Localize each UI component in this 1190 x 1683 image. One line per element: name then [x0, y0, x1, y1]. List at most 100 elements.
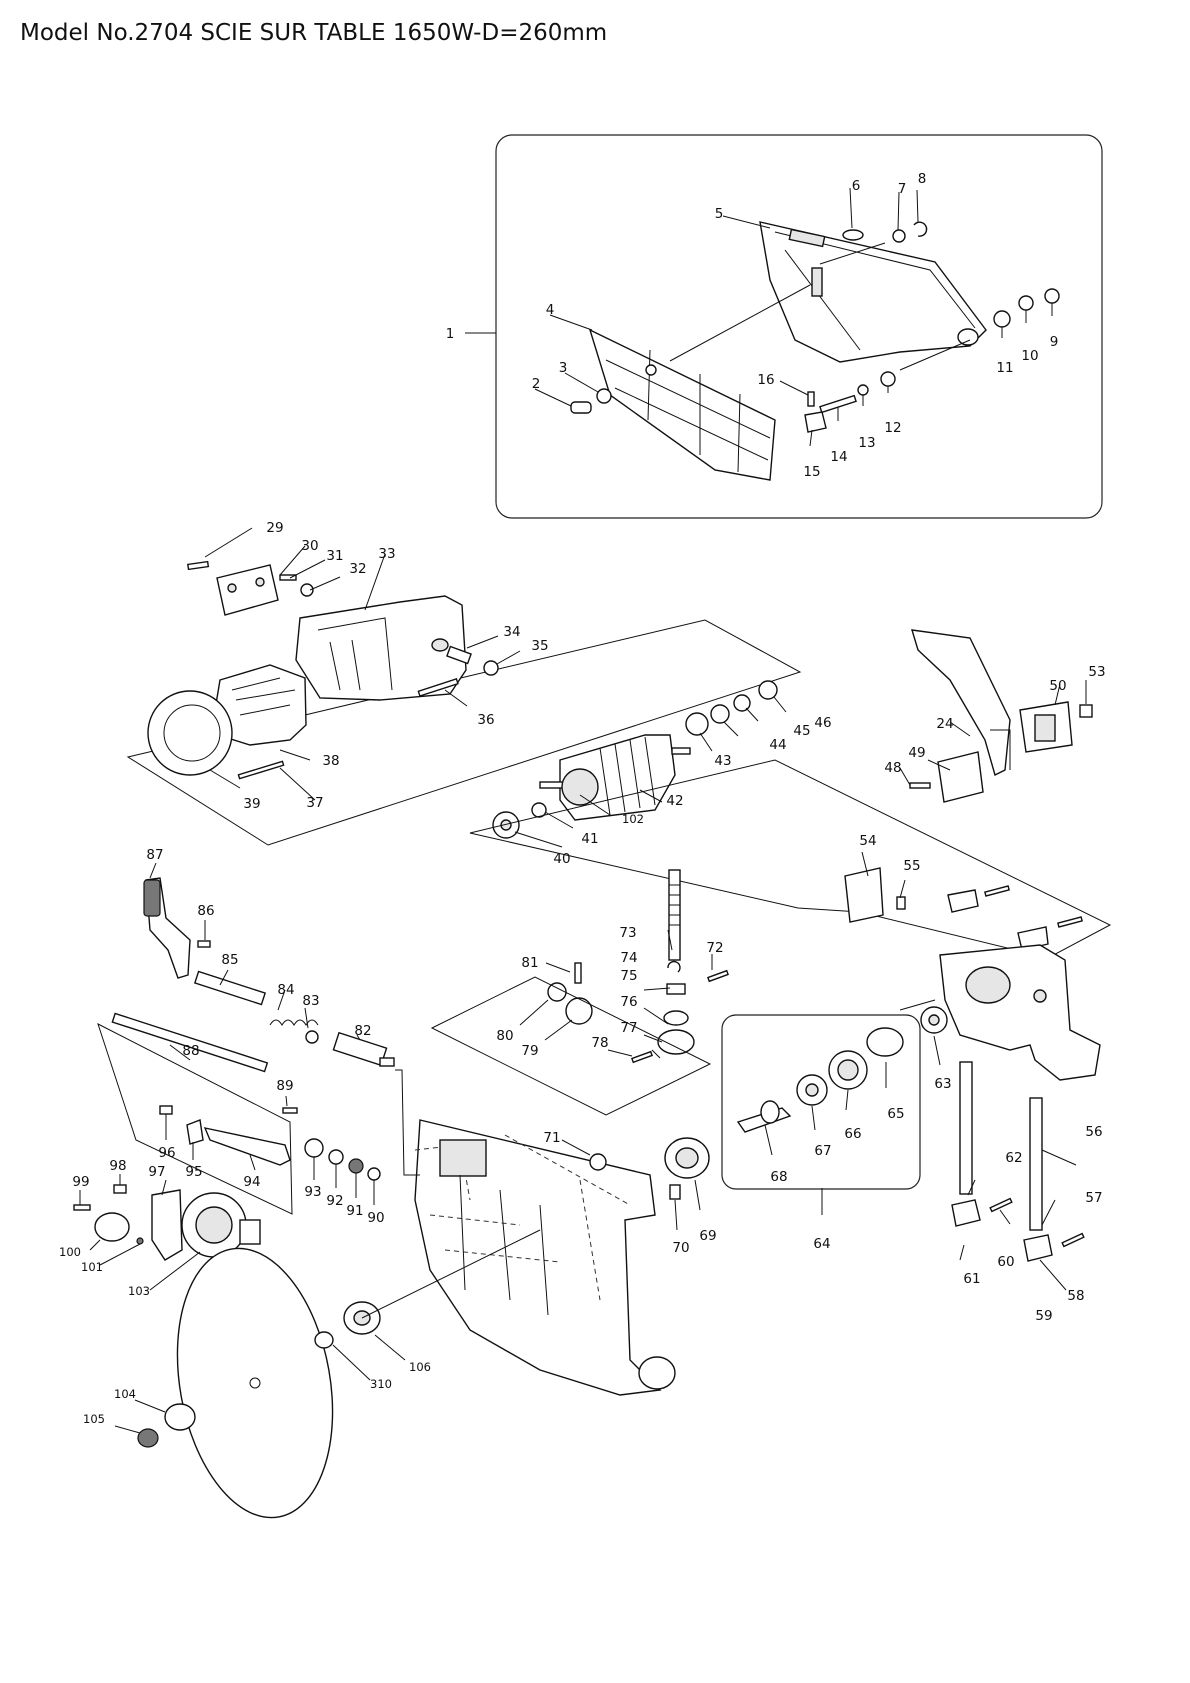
part-5-guard-cover — [759, 221, 987, 363]
callout-50: 50 — [1049, 678, 1066, 694]
callout-98: 98 — [109, 1158, 126, 1174]
part-95-plate — [186, 1119, 204, 1145]
part-24-riving-knife — [911, 629, 1011, 777]
callout-12: 12 — [884, 420, 901, 436]
part-10-washer — [1018, 295, 1034, 311]
callout-103: 103 — [128, 1284, 150, 1298]
callout-75: 75 — [620, 968, 637, 984]
callout-53: 53 — [1088, 664, 1105, 680]
part-80-washer — [547, 982, 567, 1002]
part-40-bore — [500, 819, 512, 831]
part-99-screw — [73, 1204, 91, 1211]
callout-73: 73 — [619, 925, 636, 941]
spindle-assembly — [721, 1014, 921, 1215]
callout-43: 43 — [714, 753, 731, 769]
saw-blade-arbor — [249, 1377, 261, 1389]
part-101-pin — [136, 1237, 144, 1245]
callout-88: 88 — [182, 1043, 199, 1059]
callout-32: 32 — [349, 561, 366, 577]
part-9-nut — [1044, 288, 1060, 304]
part-62-rod — [959, 1061, 973, 1195]
callout-86: 86 — [197, 903, 214, 919]
part-45-washer — [733, 694, 751, 712]
part-72-screw — [707, 969, 729, 983]
part-59-block — [1023, 1234, 1053, 1262]
part-88-rod — [111, 1012, 269, 1073]
part-39-baffle — [147, 690, 233, 776]
handle-subframe — [97, 1023, 293, 1215]
base-leaders — [561, 1139, 701, 1231]
callout-93: 93 — [304, 1184, 321, 1200]
guard-assembly-frame — [495, 134, 1103, 519]
callout-54: 54 — [859, 833, 876, 849]
part-73-thread — [669, 884, 680, 926]
part-15-bracket — [804, 411, 827, 433]
part-103-hub — [195, 1206, 233, 1244]
part-41-washer — [531, 802, 547, 818]
part-38-windings — [231, 677, 296, 716]
part-91-clip — [348, 1158, 364, 1174]
callout-55: 55 — [903, 858, 920, 874]
part-74-ring — [667, 960, 681, 973]
part-16-pin — [807, 391, 815, 407]
callout-67: 67 — [814, 1143, 831, 1159]
callout-92: 92 — [326, 1193, 343, 1209]
callout-10: 10 — [1021, 348, 1038, 364]
part-30-hole-2 — [255, 577, 265, 587]
part-70-screw — [669, 1184, 681, 1200]
callout-79: 79 — [521, 1043, 538, 1059]
callout-82: 82 — [354, 1023, 371, 1039]
part-56-hole — [1033, 989, 1047, 1003]
part-30-cover — [216, 564, 279, 616]
part-3-washer — [596, 388, 612, 404]
blade-guard-assembly — [465, 134, 1103, 519]
riving-knife-group — [899, 629, 1093, 803]
callout-6: 6 — [852, 178, 861, 194]
part-4-grid — [605, 349, 771, 473]
part-13-washer — [857, 384, 869, 396]
callout-29: 29 — [266, 520, 283, 536]
callout-16: 16 — [757, 372, 774, 388]
part-11-collar — [993, 310, 1011, 328]
part-34-brush-holder — [446, 645, 472, 665]
part-43-bearing — [685, 712, 709, 736]
callout-37: 37 — [306, 795, 323, 811]
part-36-screw — [417, 678, 459, 697]
callout-9: 9 — [1050, 334, 1059, 350]
callout-97: 97 — [148, 1164, 165, 1180]
part-86-screw — [197, 940, 211, 948]
motor-group-frame — [126, 619, 802, 846]
part-93-ring — [304, 1138, 324, 1158]
callout-35: 35 — [531, 638, 548, 654]
motor-leaders — [204, 527, 787, 848]
part-31-screw — [279, 574, 297, 581]
part-37-screw — [237, 760, 285, 780]
part-5-slot-2 — [811, 267, 823, 297]
part-76-washer — [663, 1010, 689, 1026]
gear-case-leaders — [519, 851, 1077, 1291]
callout-65: 65 — [887, 1106, 904, 1122]
callout-64: 64 — [813, 1236, 830, 1252]
callout-105: 105 — [83, 1412, 105, 1426]
part-65-gear — [866, 1027, 904, 1057]
callout-34: 34 — [503, 624, 520, 640]
callout-41: 41 — [581, 831, 598, 847]
saw-blade — [176, 1247, 334, 1519]
part-63-bore — [928, 1014, 940, 1026]
base-frame-block — [439, 1139, 487, 1177]
part-85-shaft — [193, 970, 267, 1006]
gear-case-group — [430, 759, 1112, 1291]
part-55-screw — [896, 896, 906, 910]
page-title: Model No.2704 SCIE SUR TABLE 1650W-D=260… — [20, 20, 608, 46]
part-56-gear-case — [939, 944, 1101, 1081]
part-44-ring — [710, 704, 730, 724]
part-5-slot — [788, 228, 826, 248]
top-screw-a — [984, 885, 1010, 897]
callout-1: 1 — [446, 326, 455, 342]
part-8-clip — [913, 221, 928, 237]
part-48-screw — [909, 782, 931, 789]
callout-76: 76 — [620, 994, 637, 1010]
part-78-pin — [631, 1050, 653, 1064]
base-frame-ribs — [459, 1174, 549, 1316]
